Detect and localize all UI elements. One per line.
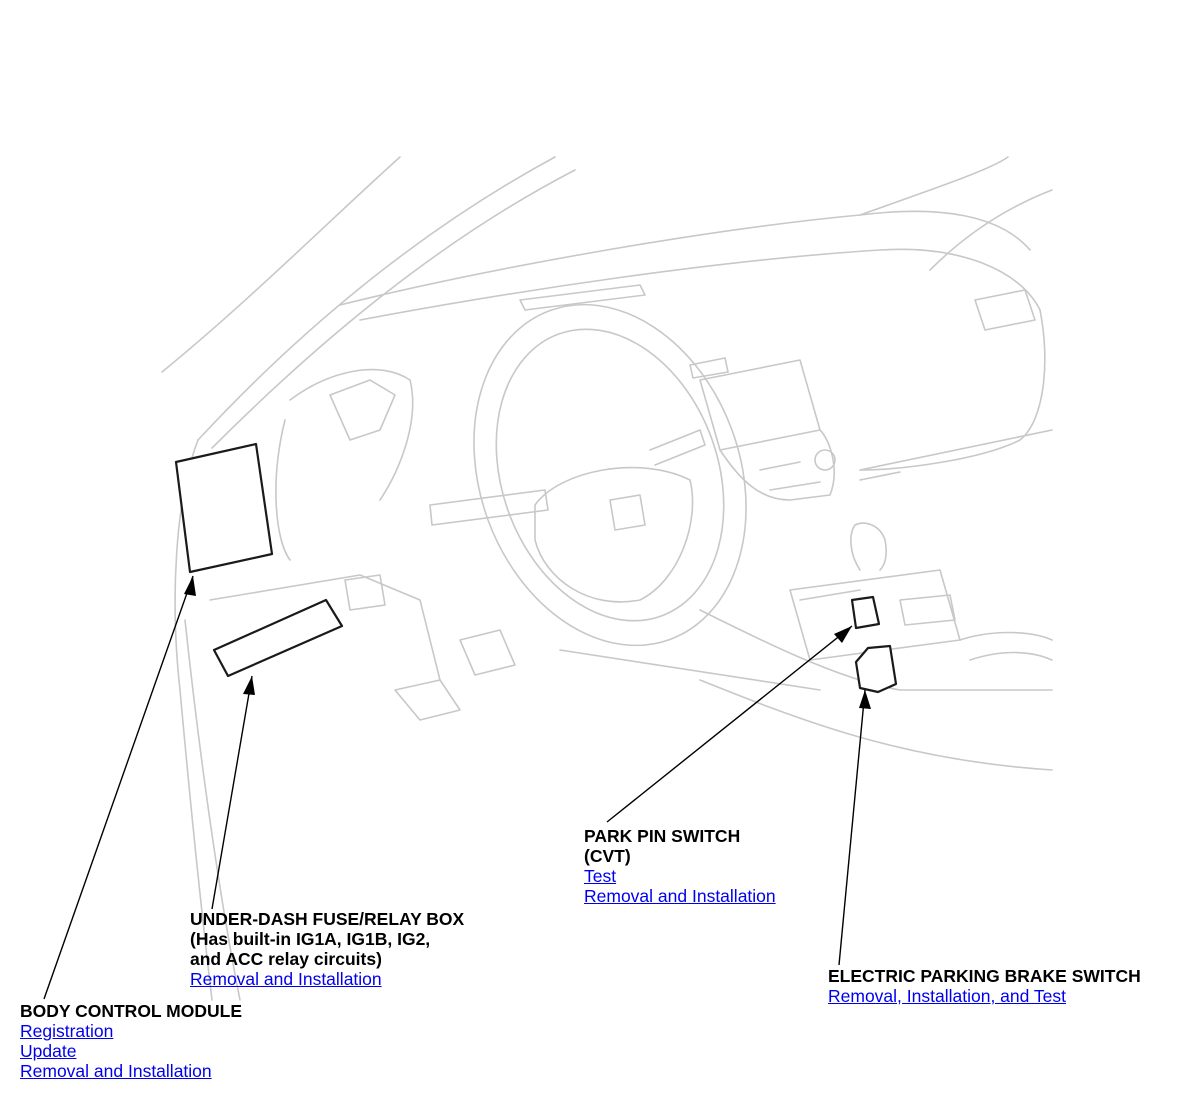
dash-right-contour [859,309,1046,471]
stack-detail-2 [769,481,821,491]
callout-under-dash-fuse-box: UNDER-DASH FUSE/RELAY BOX (Has built-in … [190,909,464,989]
armrest-line [959,631,1053,641]
leader-park-pin-switch [606,625,853,823]
leader-body-control-module [43,575,194,1000]
pedal-1 [394,679,461,721]
body-control-module-removal-link[interactable]: Removal and Installation [20,1061,212,1081]
dash-top-line-2 [359,248,1041,321]
arrowhead-fuse-relay-box [243,676,255,695]
floor-line [559,649,821,691]
defroster-vent [519,284,646,311]
dash-top-line [339,210,1031,306]
right-vent [974,289,1036,331]
fuse-relay-box [212,598,344,678]
stack-detail-1 [759,461,801,471]
switch-panel [344,574,386,611]
windshield-edge-line [211,169,576,449]
leader-fuse-relay-box [211,675,253,910]
gear-knob [850,522,887,571]
windshield-right-line [859,156,1009,216]
knob [814,449,836,471]
park-pin-switch-test-link[interactable]: Test [584,866,617,886]
center-stack [719,429,835,501]
parking-brake-switch-box [854,644,898,694]
hazard-button [689,357,729,379]
body-control-module-label: BODY CONTROL MODULE [20,1001,242,1021]
park-pin-switch-removal-link[interactable]: Removal and Installation [584,886,776,906]
armrest-line-2 [969,651,1053,661]
glove-box-edge [859,471,901,481]
cluster-hood [289,368,414,501]
pedal-2 [459,629,516,676]
under-dash-fuse-box-removal-link[interactable]: Removal and Installation [190,969,382,989]
cluster-vent [329,379,396,441]
knee-panel [209,574,441,681]
under-dash-fuse-box-label: UNDER-DASH FUSE/RELAY BOX (Has built-in … [190,909,465,969]
console-lower-line [699,679,1053,771]
steering-hub [534,466,694,603]
callout-park-pin-switch: PARK PIN SWITCH (CVT) Test Removal and I… [584,826,776,906]
callout-body-control-module: BODY CONTROL MODULE Registration Update … [20,1001,242,1081]
door-frame-line [174,439,213,1001]
body-control-module-registration-link[interactable]: Registration [20,1021,114,1041]
right-pillar-line [929,189,1053,271]
park-pin-switch-box [850,595,881,630]
arrowhead-parking-brake-switch [859,690,871,709]
steering-emblem [609,494,646,531]
cluster-left-edge [275,419,291,561]
arrowhead-body-control-module [184,576,196,596]
door-trim-line [184,619,241,1001]
steering-wheel-rim [473,303,747,647]
a-pillar-outer-line [161,156,401,373]
electric-parking-brake-switch-label: ELECTRIC PARKING BRAKE SWITCH [828,966,1141,986]
console-buttons [899,594,956,626]
arrowhead-park-pin-switch [834,626,852,643]
dash-right-lower [859,429,1053,471]
body-control-module-box [174,442,274,574]
callout-electric-parking-brake-switch: ELECTRIC PARKING BRAKE SWITCH Removal, I… [828,966,1141,1006]
electric-parking-brake-switch-link[interactable]: Removal, Installation, and Test [828,986,1067,1006]
shifter-detail [799,589,861,601]
body-control-module-update-link[interactable]: Update [20,1041,77,1061]
a-pillar-inner-line [197,156,556,441]
steering-wheel-inner [495,328,725,622]
park-pin-switch-label: PARK PIN SWITCH (CVT) [584,826,741,866]
wiper-stalk [649,429,706,466]
leader-parking-brake-switch [838,689,866,966]
steering-column-stalk [429,489,549,526]
